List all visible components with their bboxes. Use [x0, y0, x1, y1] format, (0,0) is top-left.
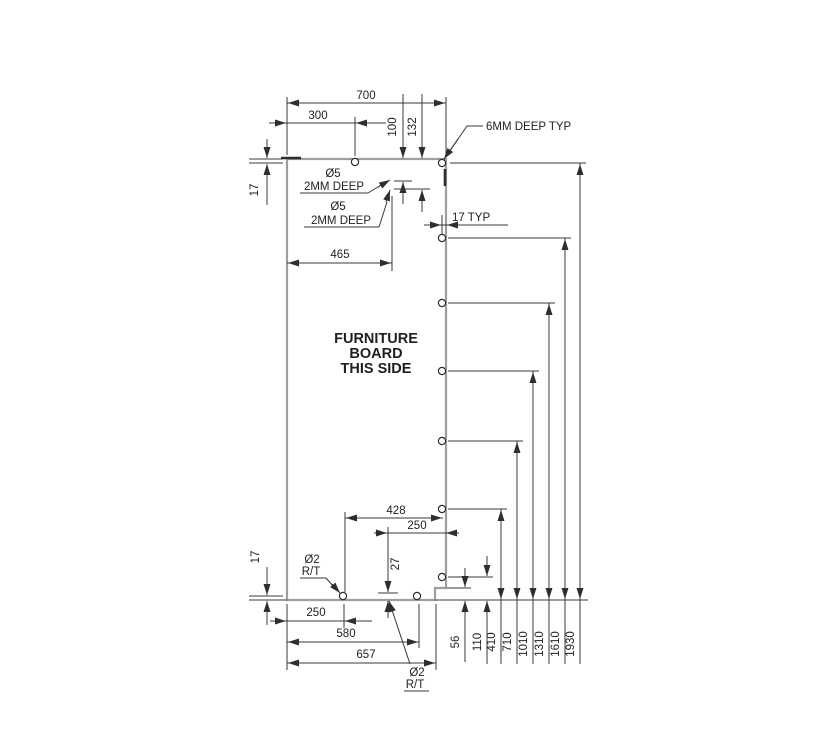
dim-17-top-value: 17	[249, 184, 261, 197]
hole-right-1610	[437, 233, 447, 243]
dim-657-value: 657	[356, 649, 375, 661]
dim-710-value: 710	[502, 632, 514, 651]
callout-pilot1-depth: 2MM DEEP	[304, 181, 364, 193]
dim-17-bottom-value: 17	[250, 551, 262, 564]
dim-657: 657	[287, 604, 437, 670]
dim-250-mid-value: 250	[407, 520, 426, 532]
callout-rt-left-dia: Ø2	[304, 554, 319, 566]
callout-6mm-deep-label: 6MM DEEP TYP	[486, 121, 572, 133]
dim-700: 700	[286, 90, 447, 155]
dim-1310: 1310	[534, 303, 553, 664]
callout-pilot-1: Ø5 2MM DEEP	[300, 168, 391, 194]
hole-right-1010	[437, 366, 447, 376]
dim-700-value: 700	[356, 90, 375, 102]
dim-1930: 1930	[565, 163, 584, 664]
dim-710: 710	[502, 441, 521, 664]
callout-pilot2-depth: 2MM DEEP	[311, 215, 371, 227]
dim-1610: 1610	[550, 238, 569, 664]
dim-17-typ-value: 17 TYP	[452, 212, 490, 224]
dim-1930-value: 1930	[565, 631, 577, 657]
dim-56: 56	[450, 568, 469, 662]
callout-pilot-2: Ø5 2MM DEEP	[304, 189, 391, 228]
dim-250-mid: 250	[374, 520, 459, 591]
dim-465: 465	[287, 196, 393, 271]
board-title: FURNITURE BOARD THIS SIDE	[334, 331, 418, 377]
hole-bottom-250	[338, 591, 348, 601]
dim-27: 27	[378, 558, 402, 618]
callout-rt-left-note: R/T	[302, 566, 321, 578]
hole-right-110	[437, 572, 447, 582]
callout-rt-bottom: Ø2 R/T	[388, 600, 429, 692]
dim-1610-value: 1610	[550, 631, 562, 657]
dim-110: 110	[472, 556, 491, 664]
board-title-line2: BOARD	[349, 346, 402, 362]
board-title-line1: FURNITURE	[334, 331, 418, 347]
dim-132-value: 132	[407, 117, 419, 136]
dim-580: 580	[287, 604, 420, 648]
board-title-line3: THIS SIDE	[341, 361, 412, 377]
dim-580-value: 580	[336, 628, 355, 640]
dim-110-value: 110	[472, 633, 484, 651]
hole-right-1310	[437, 298, 447, 308]
dim-56-value: 56	[450, 636, 462, 649]
dim-132: 132	[394, 94, 430, 212]
dim-27-value: 27	[390, 558, 402, 571]
hole-right-410	[437, 504, 447, 514]
dim-300: 300	[269, 110, 386, 156]
dim-1010-value: 1010	[518, 631, 530, 657]
hole-top-edge	[350, 157, 360, 167]
hole-bottom-580	[412, 591, 422, 601]
callout-rt-bottom-note: R/T	[406, 679, 425, 691]
callout-rt-left: Ø2 R/T	[300, 554, 341, 594]
callout-pilot2-dia: Ø5	[330, 201, 345, 213]
dim-300-value: 300	[308, 110, 327, 122]
dim-410: 410	[486, 509, 505, 664]
right-dim-stack: 56 110 410 710 1010	[435, 162, 588, 664]
dim-250-bottom: 250	[270, 604, 372, 670]
dim-250-bottom-value: 250	[306, 607, 325, 619]
dim-465-value: 465	[330, 249, 349, 261]
hole-right-710	[437, 436, 447, 446]
dim-17-bottom: 17	[249, 551, 287, 625]
dim-428-value: 428	[386, 505, 405, 517]
dim-1310-value: 1310	[534, 631, 546, 657]
callout-6mm-deep: 6MM DEEP TYP	[443, 121, 572, 160]
dim-1010: 1010	[518, 371, 537, 664]
dim-100-value: 100	[387, 117, 399, 136]
dim-17-top: 17	[249, 139, 283, 205]
hole-right-1930	[437, 158, 447, 168]
dim-17-typ: 17 TYP	[424, 212, 508, 235]
callout-pilot1-dia: Ø5	[325, 168, 340, 180]
dim-410-value: 410	[486, 632, 498, 651]
holes	[338, 157, 447, 601]
dim-428: 428	[344, 505, 443, 592]
dim-100: 100	[387, 94, 412, 204]
callout-rt-bottom-dia: Ø2	[409, 667, 424, 679]
